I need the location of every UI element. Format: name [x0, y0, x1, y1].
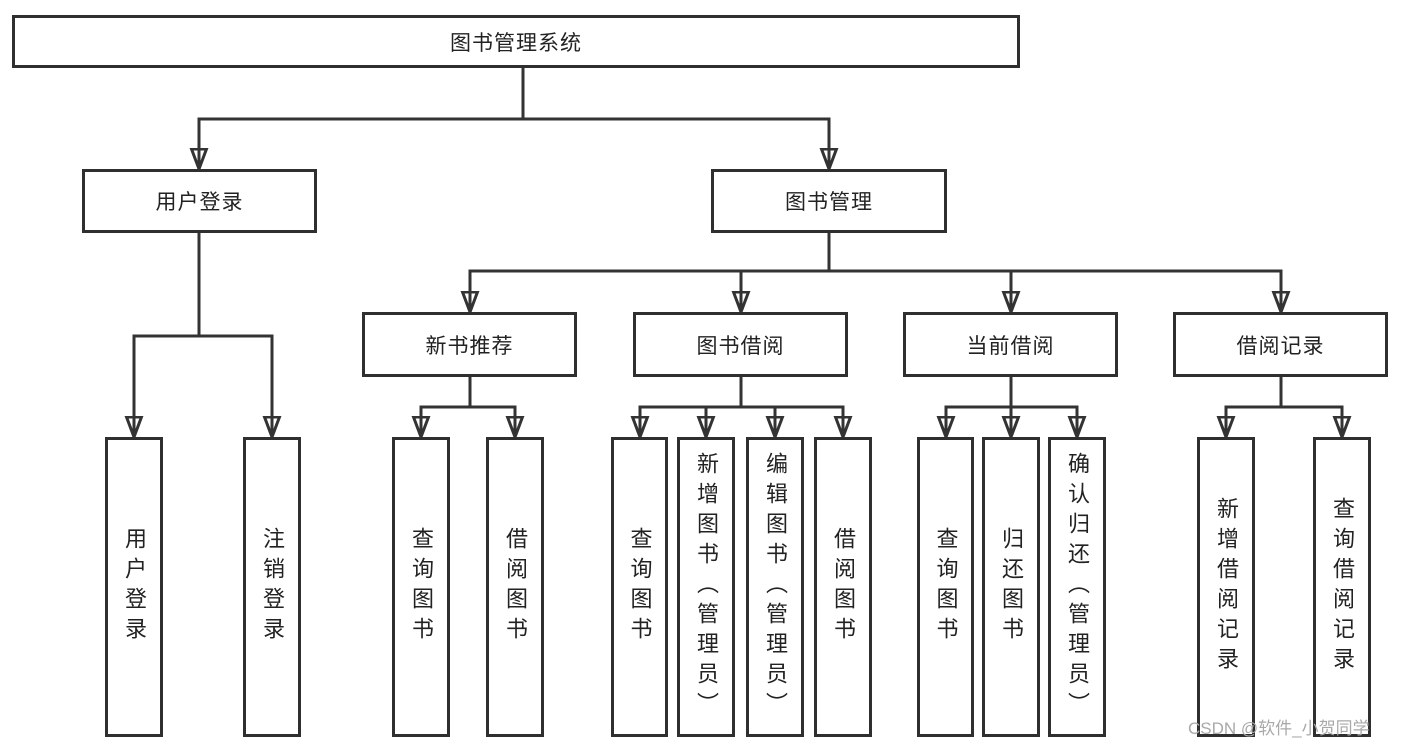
node-book-management-label: 图书管理: [785, 191, 873, 214]
node-user-login-leaf: 用户登录: [105, 437, 163, 737]
node-book-borrow-label: 图书借阅: [696, 334, 785, 358]
node-borrow-records-label: 借阅记录: [1236, 334, 1325, 358]
node-new-book-recommend-label: 新书推荐: [425, 334, 514, 358]
node-root-label: 图书管理系统: [450, 31, 582, 55]
node-new-book-recommend: 新书推荐: [362, 312, 577, 377]
node-confirm-return-admin: 确认归还（管理员）: [1048, 437, 1106, 737]
node-borrow-books-recommend: 借阅图书: [486, 437, 544, 737]
node-user-login: 用户登录: [82, 169, 317, 233]
node-user-login-label: 用户登录: [155, 191, 244, 214]
node-logout-leaf: 注销登录: [243, 437, 301, 737]
node-add-borrow-record: 新增借阅记录: [1197, 437, 1255, 737]
node-root: 图书管理系统: [12, 15, 1020, 68]
node-current-borrow-label: 当前借阅: [966, 334, 1055, 358]
node-query-borrow-record: 查询借阅记录: [1313, 437, 1371, 737]
node-query-books-borrow: 查询图书: [611, 437, 668, 737]
node-query-books-recommend: 查询图书: [392, 437, 450, 737]
node-borrow-records: 借阅记录: [1173, 312, 1388, 377]
node-current-borrow: 当前借阅: [903, 312, 1118, 377]
csdn-watermark: CSDN @软件_小贺同学: [1188, 719, 1370, 738]
node-edit-book-admin: 编辑图书（管理员）: [746, 437, 804, 737]
node-return-books: 归还图书: [982, 437, 1040, 737]
node-book-management: 图书管理: [711, 169, 947, 233]
node-query-books-current: 查询图书: [917, 437, 974, 737]
node-book-borrow: 图书借阅: [633, 312, 848, 377]
node-borrow-books-leaf: 借阅图书: [814, 437, 872, 737]
node-add-book-admin: 新增图书（管理员）: [677, 437, 735, 737]
